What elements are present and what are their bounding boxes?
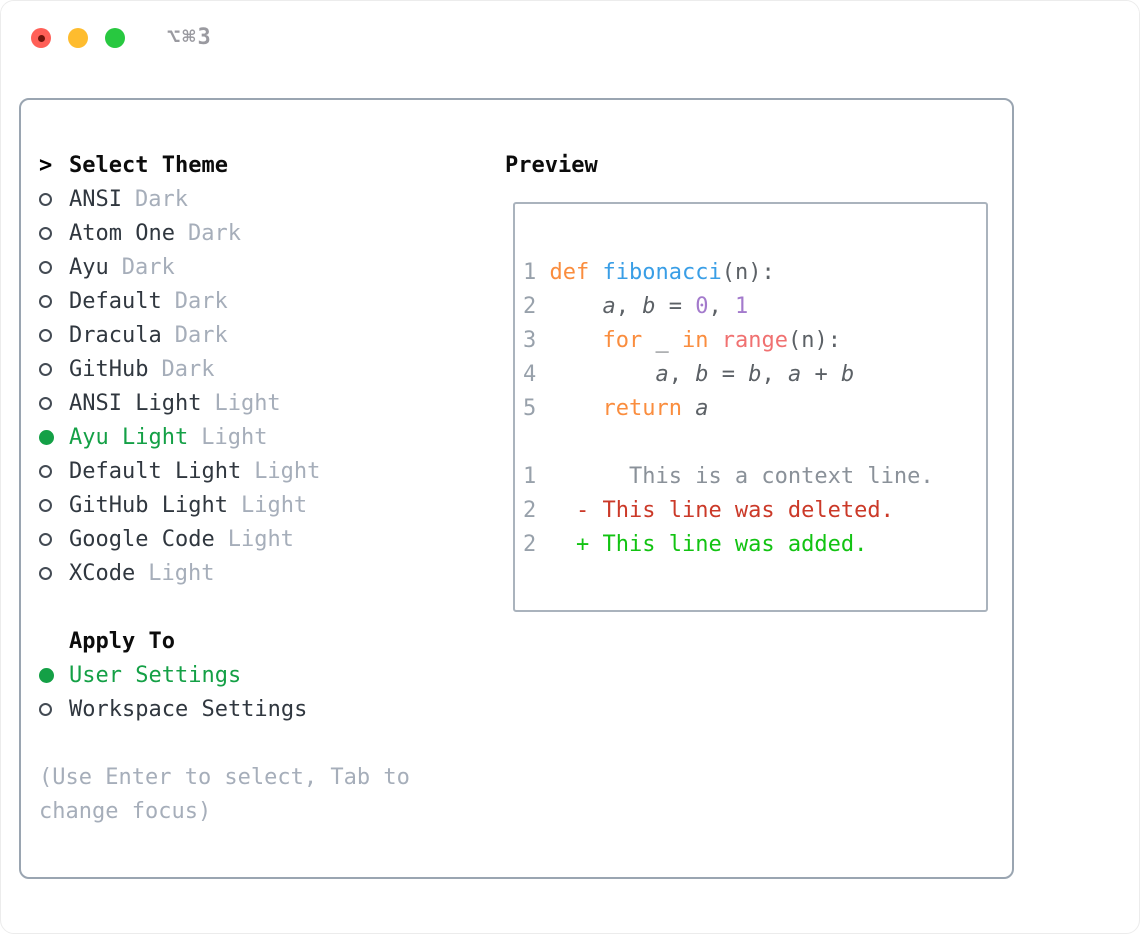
theme-option[interactable]: ANSI Dark: [39, 182, 410, 216]
line-number: 2: [523, 294, 550, 319]
theme-option[interactable]: GitHub Light Light: [39, 488, 410, 522]
theme-option[interactable]: Ayu Dark: [39, 250, 410, 284]
traffic-light-zoom-button[interactable]: [105, 28, 125, 48]
line-number: 2: [523, 498, 550, 523]
apply-to-option-label: Workspace Settings: [69, 696, 308, 722]
preview-box: 1 def fibonacci(n): 2 a, b = 0, 1 3 for _ …: [513, 202, 988, 612]
code-line: 5 return a: [523, 396, 709, 421]
prompt-icon: >: [39, 152, 53, 178]
code-line: 2 - This line was deleted.: [523, 498, 894, 523]
radio-icon: [39, 566, 52, 580]
theme-option-label: ANSI: [69, 186, 122, 212]
code-line: 3 for _ in range(n):: [523, 328, 841, 353]
theme-option[interactable]: Default Light Light: [39, 454, 410, 488]
code-line: 4 a, b = b, a + b: [523, 362, 855, 387]
theme-option[interactable]: Atom One Dark: [39, 216, 410, 250]
window-shortcut-label: ⌥⌘3: [167, 25, 213, 50]
theme-option-label: Dracula: [69, 322, 162, 348]
theme-variant-label: Light: [227, 526, 294, 552]
apply-to-option[interactable]: Workspace Settings: [39, 692, 410, 726]
theme-variant-label: Dark: [174, 288, 228, 314]
theme-option-label: Ayu Light: [69, 424, 189, 450]
theme-variant-label: Light: [214, 390, 281, 416]
apply-to-title: Apply To: [69, 628, 175, 654]
theme-variant-label: Light: [148, 560, 215, 586]
theme-option-label: GitHub Light: [69, 492, 228, 518]
titlebar: ⌥⌘3: [1, 1, 1139, 76]
theme-option[interactable]: GitHub Dark: [39, 352, 410, 386]
preview-title: Preview: [505, 152, 598, 178]
select-theme-header: > Select Theme: [39, 148, 410, 182]
code-line: 1 def fibonacci(n):: [523, 260, 775, 285]
theme-option-label: Google Code: [69, 526, 215, 552]
theme-variant-label: Light: [240, 492, 308, 518]
code-line: 2 a, b = 0, 1: [523, 294, 749, 319]
theme-option-label: Default: [69, 288, 162, 314]
radio-icon: [39, 396, 52, 410]
radio-icon: [39, 362, 52, 376]
theme-option-label: ANSI Light: [69, 390, 202, 416]
line-number: 4: [523, 362, 550, 387]
apply-to-option-label: User Settings: [69, 662, 242, 688]
traffic-light-close-button[interactable]: [31, 28, 51, 48]
theme-option-label: XCode: [69, 560, 136, 586]
radio-selected-icon: [39, 429, 54, 445]
line-number: 5: [523, 396, 550, 421]
line-number: 1: [523, 464, 550, 489]
radio-icon: [39, 260, 52, 274]
hint-line-1: (Use Enter to select, Tab to: [39, 764, 410, 790]
apply-to-option[interactable]: User Settings: [39, 658, 410, 692]
code-line: 1 This is a context line.: [523, 464, 934, 489]
theme-variant-label: Dark: [161, 356, 215, 382]
radio-icon: [39, 226, 52, 240]
code-preview: 1 def fibonacci(n): 2 a, b = 0, 1 3 for _ …: [523, 256, 986, 426]
theme-option[interactable]: Google Code Light: [39, 522, 410, 556]
theme-variant-label: Light: [254, 458, 321, 484]
theme-option[interactable]: ANSI Light Light: [39, 386, 410, 420]
theme-variant-label: Dark: [134, 186, 188, 212]
apply-to-header: Apply To: [39, 624, 410, 658]
theme-option[interactable]: XCode Light: [39, 556, 410, 590]
theme-option[interactable]: Ayu Light Light: [39, 420, 410, 454]
radio-icon: [39, 532, 52, 546]
radio-icon: [39, 328, 52, 342]
theme-option[interactable]: Default Dark: [39, 284, 410, 318]
theme-variant-label: Dark: [187, 220, 241, 246]
line-number: 1: [523, 260, 550, 285]
spacer: [39, 726, 410, 760]
select-theme-title: Select Theme: [69, 152, 228, 178]
close-dot-icon: [37, 34, 45, 42]
radio-selected-icon: [39, 667, 54, 683]
traffic-light-minimize-button[interactable]: [68, 28, 88, 48]
radio-icon: [39, 294, 52, 308]
theme-option-label: Default Light: [69, 458, 242, 484]
theme-variant-label: Dark: [174, 322, 228, 348]
line-number: 3: [523, 328, 550, 353]
theme-option-label: Atom One: [69, 220, 175, 246]
diff-preview: 1 This is a context line. 2 - This line w…: [523, 460, 986, 562]
theme-option-label: GitHub: [69, 356, 149, 382]
radio-icon: [39, 498, 52, 512]
radio-icon: [39, 192, 52, 206]
hint-line-2: change focus): [39, 798, 212, 824]
theme-variant-label: Dark: [121, 254, 175, 280]
theme-option[interactable]: Dracula Dark: [39, 318, 410, 352]
theme-variant-label: Light: [201, 424, 268, 450]
spacer: [39, 590, 410, 624]
radio-icon: [39, 702, 52, 716]
code-line: 2 + This line was added.: [523, 532, 868, 557]
theme-option-label: Ayu: [69, 254, 109, 280]
radio-icon: [39, 464, 52, 478]
line-number: 2: [523, 532, 550, 557]
